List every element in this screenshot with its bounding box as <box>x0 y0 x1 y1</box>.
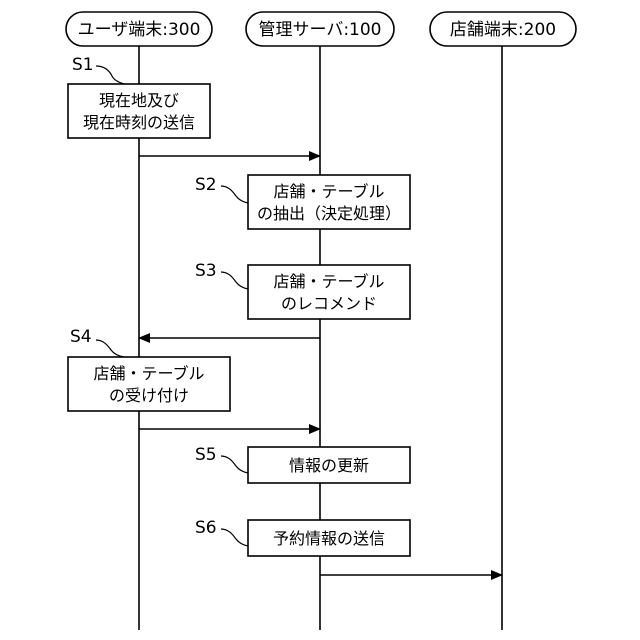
step-s1-line1: 現在地及び <box>99 91 179 110</box>
step-s1-leader <box>96 66 124 84</box>
step-s2: S2 店舗・テーブル の抽出（決定処理） <box>195 175 410 229</box>
actor-store: 店舗端末:200 <box>430 12 576 46</box>
step-s6-leader <box>221 529 248 546</box>
step-s2-line2: の抽出（決定処理） <box>257 204 401 223</box>
step-s1-line2: 現在時刻の送信 <box>83 113 195 132</box>
step-s4-leader <box>96 340 124 357</box>
step-s5: S5 情報の更新 <box>195 445 410 483</box>
actor-server-label: 管理サーバ:100 <box>258 20 381 40</box>
step-s3: S3 店舗・テーブル のレコメンド <box>195 261 410 319</box>
step-s3-line1: 店舗・テーブル <box>273 272 384 291</box>
step-s3-leader <box>221 272 248 289</box>
step-s5-label: S5 <box>195 445 217 465</box>
step-s1-label: S1 <box>72 55 94 75</box>
actor-server: 管理サーバ:100 <box>246 12 394 46</box>
actor-user-label: ユーザ端末:300 <box>78 20 201 40</box>
step-s4-label: S4 <box>70 327 92 347</box>
step-s4-line1: 店舗・テーブル <box>93 364 204 383</box>
step-s6-label: S6 <box>195 518 217 538</box>
step-s2-label: S2 <box>195 175 217 195</box>
step-s5-line1: 情報の更新 <box>289 456 369 475</box>
step-s2-leader <box>221 186 248 203</box>
step-s4: S4 店舗・テーブル の受け付け <box>68 327 230 411</box>
step-s3-line2: のレコメンド <box>281 294 377 313</box>
step-s4-line2: の受け付け <box>109 386 189 405</box>
step-s6: S6 予約情報の送信 <box>195 518 410 556</box>
actor-user: ユーザ端末:300 <box>66 12 212 46</box>
step-s2-line1: 店舗・テーブル <box>273 182 384 201</box>
step-s5-leader <box>221 456 248 473</box>
actor-store-label: 店舗端末:200 <box>450 20 556 40</box>
step-s3-label: S3 <box>195 261 217 281</box>
step-s6-line1: 予約情報の送信 <box>273 529 385 548</box>
